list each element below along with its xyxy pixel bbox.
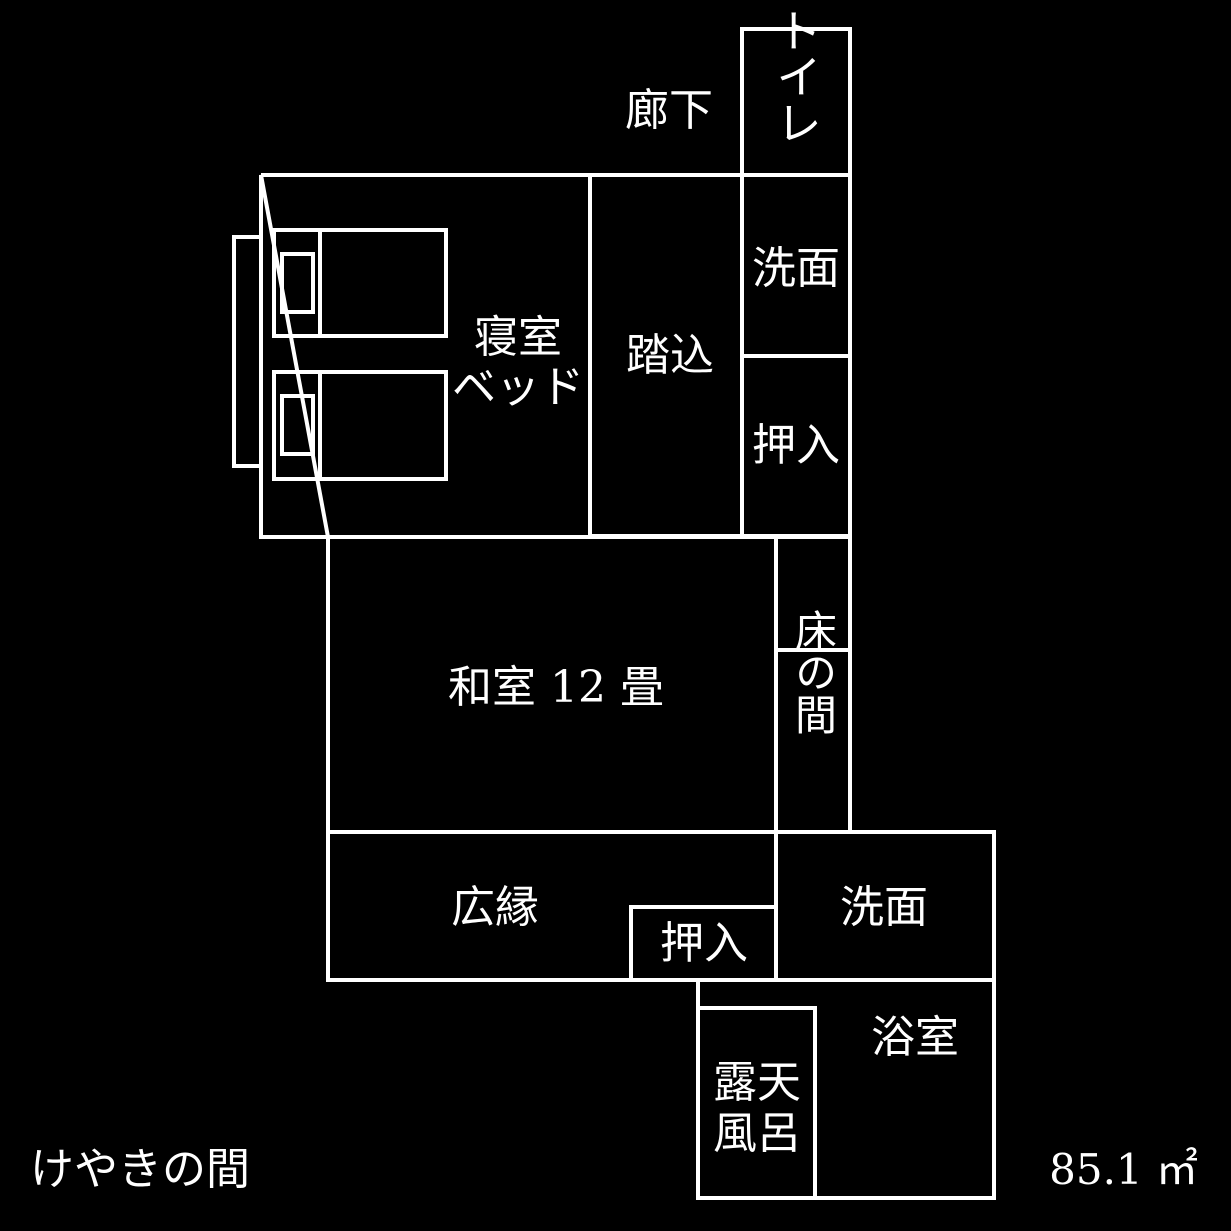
pillow	[280, 252, 315, 314]
closet-bottom-label: 押入	[660, 918, 748, 969]
corridor-label: 廊下	[625, 85, 713, 136]
pillow	[280, 394, 315, 456]
area-value: 85.1 ㎡	[1049, 1145, 1198, 1194]
hiroen-label: 広縁	[451, 882, 539, 933]
bedroom-label-line2: ベッド	[452, 362, 584, 413]
washroom-bottom-label: 洗面	[840, 882, 928, 933]
rotenburo-label-line1: 露天	[713, 1057, 801, 1108]
rotenburo-room	[696, 1006, 817, 1200]
washroom-top-label: 洗面	[752, 243, 840, 294]
washitsu-label: 和室 12 畳	[448, 662, 664, 713]
entrance-label: 踏込	[626, 330, 714, 381]
bathroom-label: 浴室	[871, 1012, 959, 1063]
main-outline	[259, 173, 996, 982]
toilet-label: トイレ	[769, 7, 823, 145]
tokonoma-label: 床の間	[789, 609, 838, 735]
closet-top-label: 押入	[752, 420, 840, 471]
bedroom-label-line1: 寝室	[474, 312, 562, 363]
bed-2	[272, 370, 448, 481]
bed-1	[272, 228, 448, 338]
plan-title: けやきの間	[30, 1144, 250, 1195]
window-ledge	[232, 235, 263, 468]
rotenburo-label-line2: 風呂	[713, 1108, 801, 1159]
washitsu-outline	[326, 537, 778, 982]
